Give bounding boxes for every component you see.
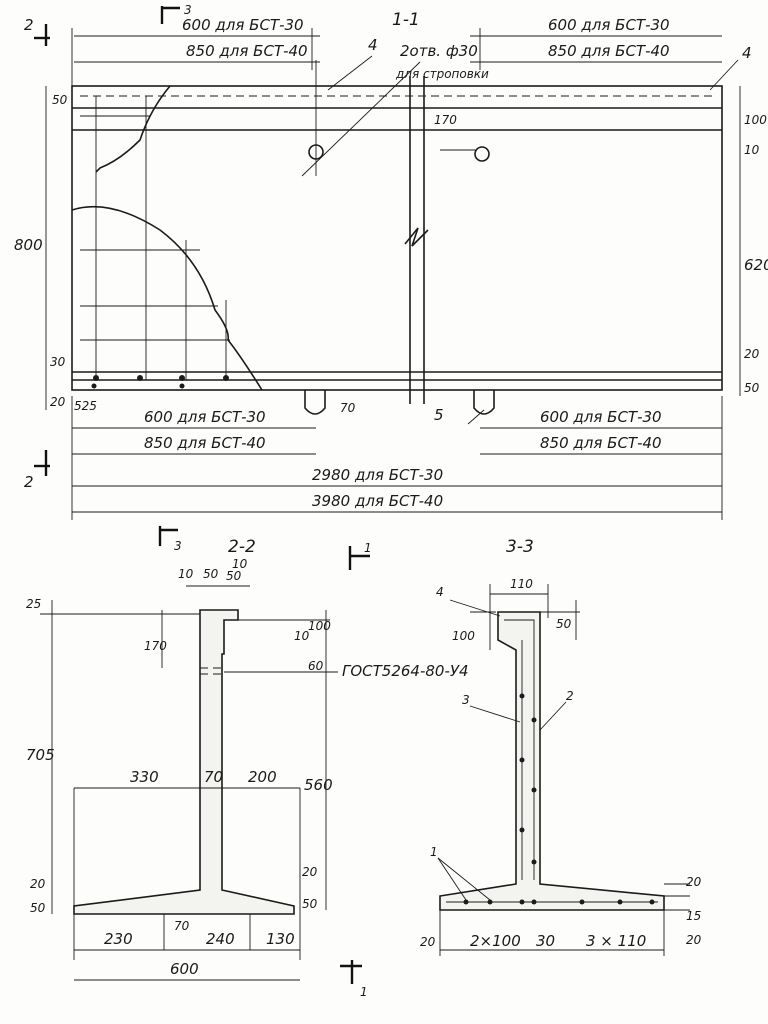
section-2-2: 2-2 3 10 50 10 50 25 170 10 100 60 ГОСТ5…: [26, 526, 469, 999]
dim-bot-600: 600 для БСТ-30: [144, 408, 266, 426]
dim-525: 525: [74, 399, 97, 413]
dim-right-20: 20: [744, 347, 760, 361]
marker-2-label-bottom: 2: [24, 473, 34, 491]
dim-22-60: 60: [308, 659, 324, 673]
dim-22-50d: 50: [302, 897, 318, 911]
dim-bot-right-850: 850 для БСТ-40: [540, 434, 662, 452]
dim-right-620: 620: [744, 256, 768, 274]
section-marker-3-top: 3: [160, 3, 192, 24]
dim-22-70: 70: [204, 768, 223, 786]
dim-bot-right-600: 600 для БСТ-30: [540, 408, 662, 426]
callout-33-2: 2: [566, 689, 574, 703]
marker-1-top-label: 1: [364, 541, 372, 555]
dim-top-600: 600 для БСТ-30: [182, 16, 304, 34]
dim-22-50a: 50: [203, 567, 219, 581]
marker-2-label: 2: [24, 16, 34, 34]
dim-22-10b: 10: [232, 557, 248, 571]
dim-22-330: 330: [130, 768, 159, 786]
dim-33-2x100: 2×100: [470, 932, 521, 950]
dim-22-200: 200: [248, 768, 277, 786]
section-3-3: 3-3 110 100 50 4 3 2 1: [420, 537, 702, 956]
dim-left-20: 20: [50, 395, 66, 409]
dim-33-20c: 20: [420, 935, 436, 949]
dim-top-850: 850 для БСТ-40: [186, 42, 308, 60]
marker-1-bottom-label: 1: [360, 985, 368, 999]
elevation-view: 1-1 2 2 3 600 для БСТ-30 850 для БСТ-40 …: [14, 3, 768, 520]
dim-22-705: 705: [26, 746, 55, 764]
wall-profile-3-3: [439, 611, 665, 911]
marker-3-left-label: 3: [174, 539, 182, 553]
wall-outline: [71, 85, 723, 391]
callout-33-3: 3: [462, 693, 470, 707]
mounting-loop-right: [473, 390, 495, 415]
callout-5: 5: [434, 406, 444, 424]
dim-22-240: 240: [206, 930, 235, 948]
pipe-note: ГОСТ5264-80-У4: [342, 662, 469, 680]
dim-22-170: 170: [144, 639, 167, 653]
section-marker-3-left: 3: [158, 526, 182, 553]
dim-33-15: 15: [686, 909, 701, 923]
dim-22-10c: 10: [294, 629, 310, 643]
dim-33-3x110: 3 × 110: [586, 932, 646, 950]
section-title-3-3: 3-3: [506, 537, 534, 557]
dim-bot-850: 850 для БСТ-40: [144, 434, 266, 452]
dim-left-50: 50: [52, 93, 68, 107]
section-marker-2-bottom: 2: [24, 450, 50, 491]
mounting-loop-left: [304, 390, 326, 415]
dim-22-130: 130: [266, 930, 295, 948]
dim-33-100: 100: [452, 629, 475, 643]
dim-33-20b: 20: [686, 933, 702, 947]
dim-33-30: 30: [536, 932, 555, 950]
dim-33-20a: 20: [686, 875, 702, 889]
dim-22-560: 560: [304, 776, 333, 794]
cutaway-upper: [95, 85, 171, 173]
callout-33-4: 4: [436, 585, 444, 599]
dim-22-50c: 50: [30, 901, 46, 915]
dim-22-50b: 50: [226, 569, 242, 583]
dim-right-100: 100: [744, 113, 767, 127]
dim-22-20a: 20: [30, 877, 46, 891]
marker-3-label: 3: [184, 3, 192, 17]
dim-left-30: 30: [50, 355, 66, 369]
callout-33-1: 1: [430, 845, 438, 859]
dim-22-10a: 10: [178, 567, 194, 581]
dim-22-600: 600: [170, 960, 199, 978]
dim-70: 70: [340, 401, 356, 415]
section-marker-1-bottom: 1: [340, 960, 368, 999]
dim-right-50: 50: [744, 381, 760, 395]
callout-4-left: 4: [368, 36, 378, 54]
dim-22-100: 100: [308, 619, 331, 633]
section-title-1-1: 1-1: [392, 10, 420, 30]
dim-33-50: 50: [556, 617, 572, 631]
dim-left-800: 800: [14, 236, 43, 254]
lifting-hole-right: [474, 146, 490, 162]
dim-22-230: 230: [104, 930, 133, 948]
dim-22-70b: 70: [174, 919, 190, 933]
wall-profile-2-2: [73, 609, 295, 915]
dim-right-10: 10: [744, 143, 760, 157]
dim-22-25: 25: [26, 597, 41, 611]
dim-33-110: 110: [510, 577, 533, 591]
holes-label: 2отв. ф30: [400, 42, 478, 60]
dim-top-right-600: 600 для БСТ-30: [548, 16, 670, 34]
cutaway-lower: [71, 205, 263, 391]
section-title-2-2: 2-2: [228, 537, 256, 557]
dim-170: 170: [434, 113, 457, 127]
section-marker-1-top: 1: [348, 541, 372, 570]
dim-2980: 2980 для БСТ-30: [312, 466, 443, 484]
holes-label-2: для строповки: [395, 67, 489, 81]
section-marker-2-top: 2: [24, 16, 50, 46]
dim-3980: 3980 для БСТ-40: [312, 492, 443, 510]
callout-4-right: 4: [742, 44, 752, 62]
dim-22-20b: 20: [302, 865, 318, 879]
dim-top-right-850: 850 для БСТ-40: [548, 42, 670, 60]
